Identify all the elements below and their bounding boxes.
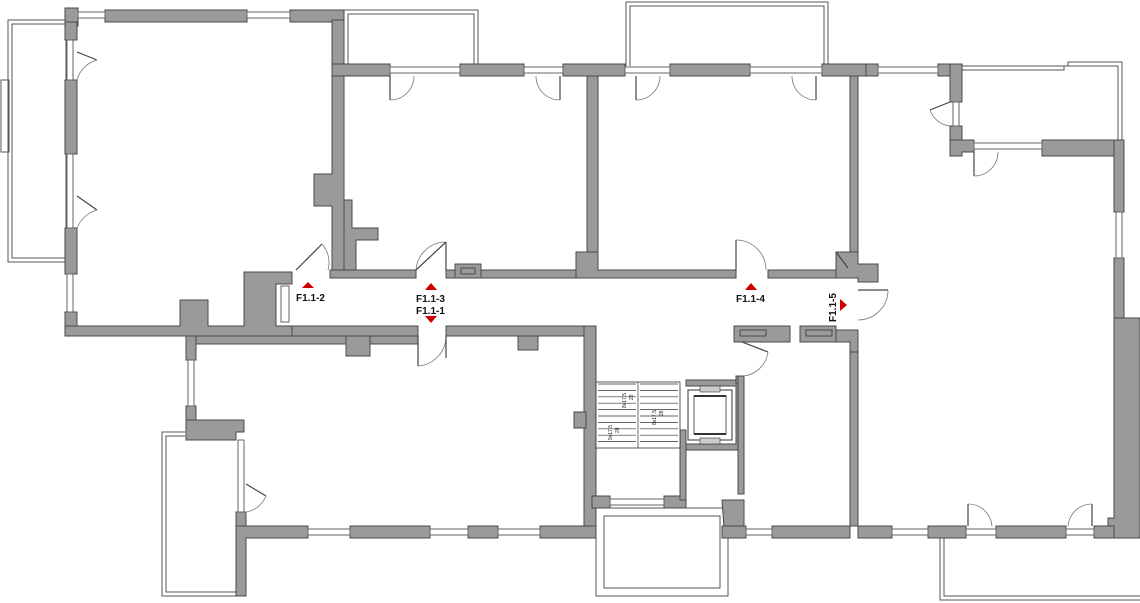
stairs: 9x17.5 28 8x17.5 28 8x17.5 28 (595, 381, 681, 449)
stair-label-left-b: 8x17.5 (622, 393, 628, 408)
stair-label-left-a: 9x17.5 (608, 425, 614, 440)
marker-f1-1-2-arrow (302, 282, 314, 288)
stair-label-left-a-tread: 28 (615, 427, 621, 433)
stair-label-right: 8x17.5 (652, 410, 658, 425)
marker-f1-1-1-label: F1.1-1 (416, 306, 445, 317)
marker-f1-1-4[interactable]: F1.1-4 (736, 283, 765, 305)
stair-label-right-tread: 28 (659, 410, 665, 416)
marker-f1-1-1[interactable]: F1.1-1 (416, 306, 445, 323)
marker-f1-1-2[interactable]: F1.1-2 (296, 282, 325, 304)
marker-f1-1-3-arrow (425, 283, 437, 290)
stair-label-left-b-tread: 28 (629, 394, 635, 400)
elevator (687, 385, 733, 445)
section-markers: F1.1-2 F1.1-3 F1.1-1 F1.1-4 F1.1-5 (296, 282, 847, 323)
marker-f1-1-1-arrow (425, 316, 437, 323)
marker-f1-1-4-arrow (745, 283, 757, 290)
marker-f1-1-5[interactable]: F1.1-5 (828, 293, 847, 322)
marker-f1-1-5-arrow (840, 299, 847, 311)
marker-f1-1-2-label: F1.1-2 (296, 293, 325, 304)
marker-f1-1-3[interactable]: F1.1-3 (416, 283, 445, 305)
marker-f1-1-5-label: F1.1-5 (828, 293, 839, 322)
marker-f1-1-3-label: F1.1-3 (416, 294, 445, 305)
doors (76, 51, 1093, 527)
walls (64, 7, 1140, 597)
marker-f1-1-4-label: F1.1-4 (736, 294, 765, 305)
windows (66, 11, 1123, 536)
